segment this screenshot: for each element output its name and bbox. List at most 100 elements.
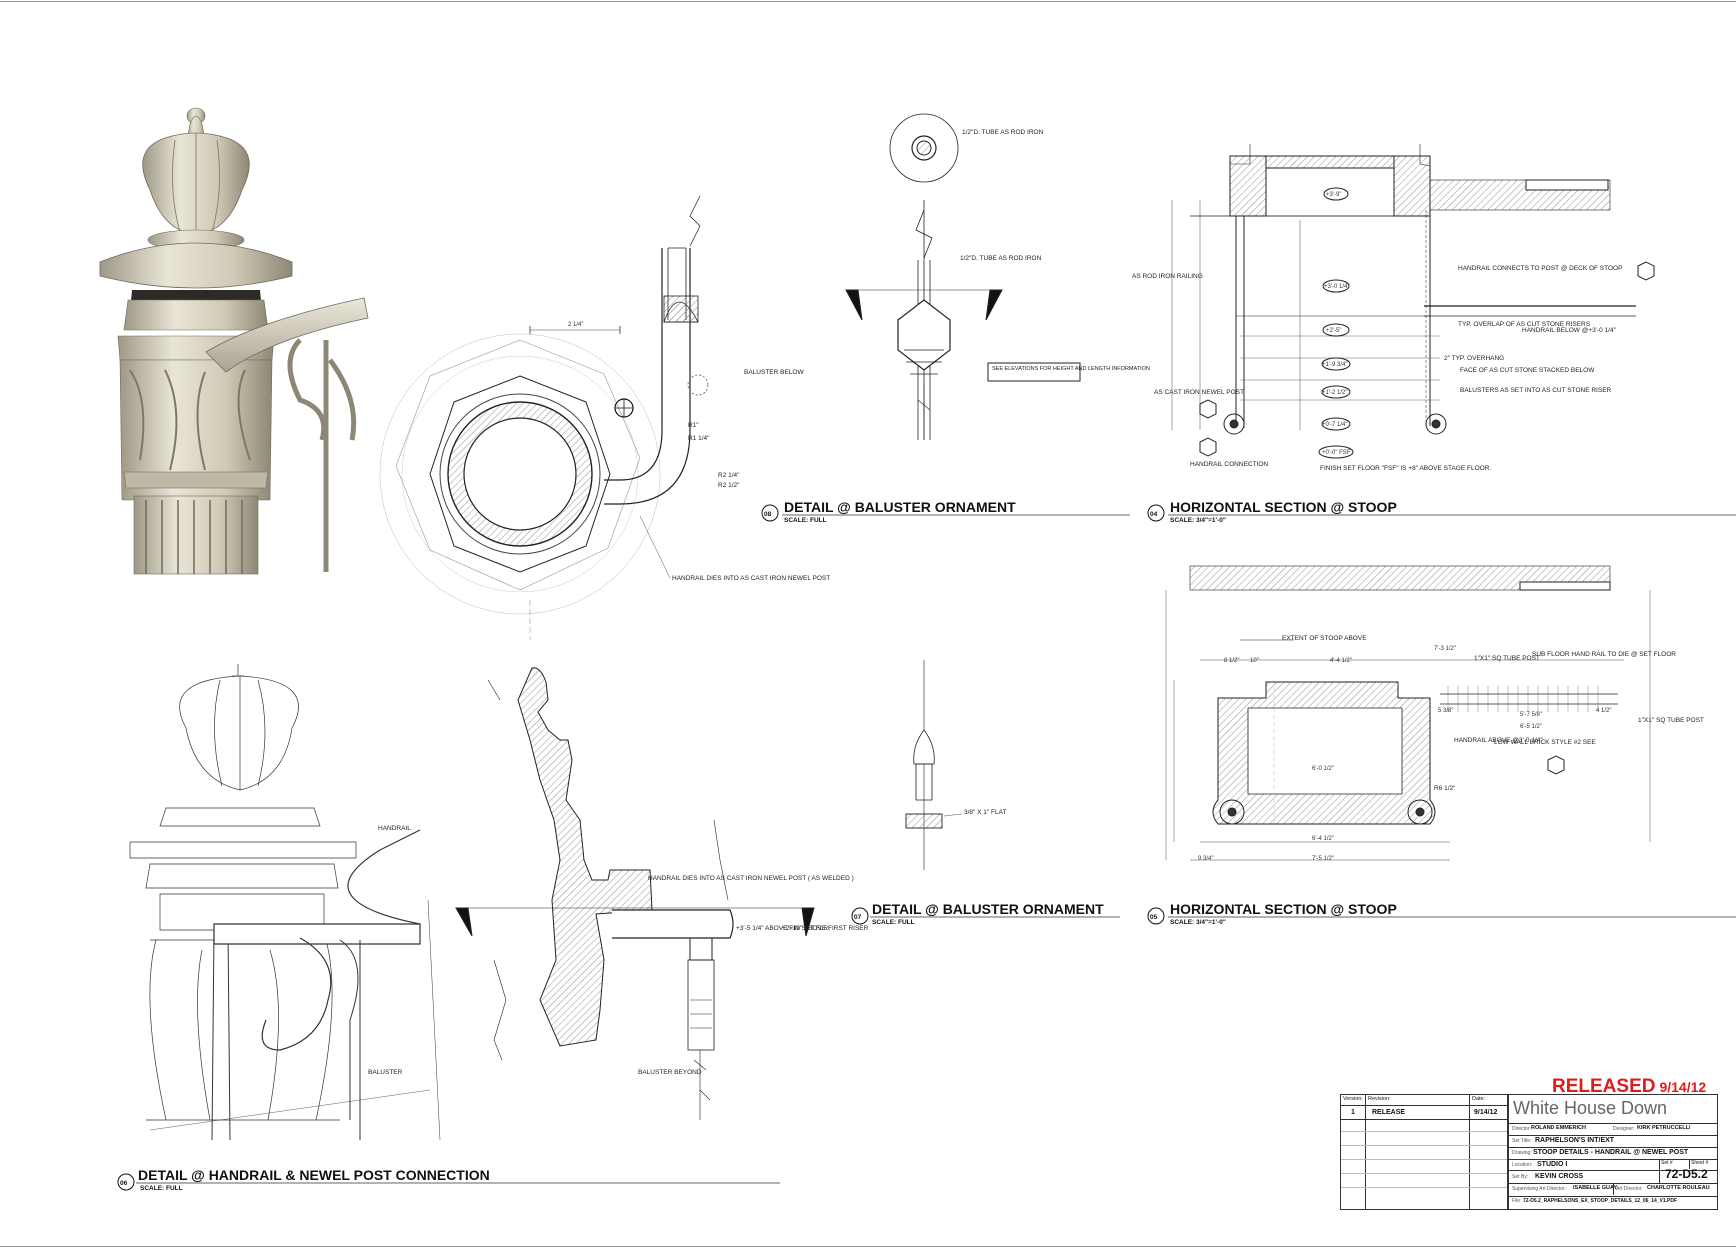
location-label: Location: [1512, 1162, 1533, 1168]
set-number-label: Set # [1661, 1160, 1673, 1166]
supervising-label: Supervising Art Director: [1512, 1186, 1566, 1192]
rev-version: 1 [1351, 1109, 1355, 1116]
designer-label: Designer: [1613, 1126, 1635, 1132]
dim-label: 6'-4 1/2" [1312, 836, 1334, 842]
note-above-riser: +2'-10" ABOVE FIRST RISER [782, 925, 869, 932]
elev-label: +1'-2 1/2" [1322, 390, 1347, 396]
designer-value: KIRK PETRUCCELLI [1637, 1125, 1691, 1131]
detail-number: 06 [120, 1180, 128, 1187]
note-tube-mid: 1/2"D. TUBE AS ROD IRON [960, 255, 1042, 262]
drawing-value: STOOP DETAILS - HANDRAIL @ NEWEL POST [1533, 1149, 1689, 1156]
director-label: Director: [1512, 1126, 1531, 1132]
art-director-value: CHARLOTTE ROULEAU [1647, 1185, 1710, 1191]
dim-label: 9 3/4" [1198, 856, 1213, 862]
set-title-label: Set Title: [1512, 1138, 1532, 1144]
dim-label: 6'-0 1/2" [1312, 766, 1334, 772]
elev-label: +3'-0 1/4" [1324, 284, 1349, 290]
plan-detail-handrail [379, 195, 709, 640]
note-see-elevations: SEE ELEVATIONS FOR HEIGHT AND LENGTH INF… [992, 366, 1150, 372]
drawing-label: Drawing: [1512, 1150, 1532, 1156]
dim-label: 8 1/2" [1224, 658, 1239, 664]
detail-title: HORIZONTAL SECTION @ STOOP [1170, 499, 1397, 515]
sheet-number-label: Sheet # [1691, 1160, 1709, 1166]
dim-label: 5 3/8" [1438, 708, 1453, 714]
detail-06-drawing [129, 664, 441, 1141]
detail-title-05: 05 HORIZONTAL SECTION @ STOOP SCALE: 3/4… [1147, 901, 1736, 926]
elev-label: +0'-0" FSF [1322, 450, 1351, 456]
rev-header-date: Date: [1472, 1096, 1486, 1102]
detail-scale: SCALE: 3/4"=1'-0" [1170, 517, 1226, 524]
detail-07-drawing [905, 660, 963, 870]
set-title-value: RAPHELSON'S INT/EXT [1535, 1137, 1615, 1144]
note-handrail: HANDRAIL [378, 825, 411, 832]
note-above-fin: +3'-5 1/4" ABOVE FIN SET FLR. [736, 925, 830, 932]
sheet-number: 72-D5.2 [1665, 1167, 1708, 1181]
sheet-bottom-border [0, 1246, 1736, 1247]
note-handrail-connects: HANDRAIL CONNECTS TO POST @ DECK OF STOO… [1458, 265, 1622, 272]
art-director-label: Art Director: [1616, 1186, 1643, 1192]
note-r2h: R2 1/2" [718, 482, 740, 489]
revision-table: Version: Revision: Date: 1 RELEASE 9/14/… [1340, 1094, 1508, 1210]
detail-number: 05 [1150, 914, 1158, 921]
detail-scale: SCALE: FULL [140, 1185, 183, 1192]
detail-scale: SCALE: FULL [784, 517, 827, 524]
director-value: ROLAND EMMERICH [1531, 1125, 1586, 1131]
detail-number: 08 [764, 511, 772, 518]
note-sq-tube: 1"X1" SQ TUBE POST [1474, 655, 1540, 662]
note-rod-railing: AS ROD IRON RAILING [1132, 273, 1203, 280]
detail-title-04: 04 HORIZONTAL SECTION @ STOOP SCALE: 3/4… [1147, 499, 1736, 524]
note-handrail-connection: HANDRAIL CONNECTION [1190, 461, 1268, 468]
note-low-wall: LOW WALL BRICK STYLE #2 SEE [1494, 739, 1596, 746]
dim-label: 5'-7 5/8" [1520, 712, 1542, 718]
note-handrail-dies-welded: HANDRAIL DIES INTO AS CAST IRON NEWEL PO… [648, 875, 854, 882]
note-sub-floor: SUB FLOOR HAND RAIL TO DIE @ SET FLOOR [1532, 651, 1676, 658]
detail-scale: SCALE: 3/4"=1'-0" [1170, 919, 1226, 926]
note-newel-post: AS CAST IRON NEWEL POST [1154, 389, 1244, 396]
note-finish-floor: FINISH SET FLOOR "FSF" IS +8" ABOVE STAG… [1320, 465, 1491, 472]
file-label: File: [1512, 1198, 1522, 1204]
note-tube-top: 1/2"D. TUBE AS ROD IRON [962, 129, 1044, 136]
note-typ-overlap: TYP. OVERLAP OF AS CUT STONE RISERS [1458, 321, 1591, 328]
note-handrail-above: HANDRAIL ABOVE @3'-0 1/4" [1454, 737, 1543, 744]
rev-header-revision: Revision: [1368, 1096, 1391, 1102]
dim-label: 7'-5 1/2" [1312, 856, 1334, 862]
project-name: White House Down [1513, 1098, 1668, 1118]
detail-title: DETAIL @ HANDRAIL & NEWEL POST CONNECTIO… [138, 1167, 490, 1183]
supervising-value: ISABELLE GUAY [1573, 1185, 1618, 1191]
elev-label: +0'-7 1/4" [1322, 422, 1347, 428]
note-r6: R6 1/2" [1434, 785, 1456, 792]
file-value: 72-D5.2_RAPHELSONS_EX_STOOP_DETAILS_12_0… [1523, 1198, 1678, 1204]
title-block: White House Down Director: ROLAND EMMERI… [1508, 1094, 1718, 1210]
detail-title: HORIZONTAL SECTION @ STOOP [1170, 901, 1397, 917]
note-sq-tube: 1"X1" SQ TUBE POST [1638, 717, 1704, 724]
detail-08-drawing [845, 113, 1081, 440]
note-baluster: BALUSTER [368, 1069, 403, 1076]
note-r2q: R2 1/4" [718, 472, 740, 479]
dim-label: 7'-3 1/2" [1434, 646, 1456, 652]
note-flat: 3/8" X 1" FLAT [964, 809, 1006, 816]
sheet-top-border [0, 1, 1736, 2]
setby-label: Set By: [1512, 1174, 1529, 1180]
rev-header-version: Version: [1343, 1096, 1363, 1102]
rev-revision: RELEASE [1372, 1109, 1406, 1116]
elev-label: +2'-5" [1326, 328, 1341, 334]
newel-post-render [99, 107, 369, 575]
note-handrail-below: HANDRAIL BELOW @+3'-0 1/4" [1522, 327, 1617, 334]
elev-label: +3'-9" [1326, 192, 1341, 198]
detail-title: DETAIL @ BALUSTER ORNAMENT [872, 901, 1104, 917]
dim-label: 4 1/2" [1596, 708, 1611, 714]
setby-value: KEVIN CROSS [1535, 1173, 1584, 1180]
released-date: 9/14/12 [1659, 1079, 1707, 1095]
detail-number: 04 [1150, 511, 1158, 518]
detail-title-06: 06 DETAIL @ HANDRAIL & NEWEL POST CONNEC… [117, 1167, 780, 1192]
dim-label: 4'-4 1/2" [1330, 658, 1352, 664]
detail-title-08: 08 DETAIL @ BALUSTER ORNAMENT SCALE: FUL… [761, 499, 1130, 524]
note-face-cut: FACE OF AS CUT STONE STACKED BELOW [1460, 367, 1595, 374]
detail-title-07: 07 DETAIL @ BALUSTER ORNAMENT SCALE: FUL… [851, 901, 1120, 926]
note-baluster-beyond: BALUSTER BEYOND [638, 1069, 702, 1076]
detail-title: DETAIL @ BALUSTER ORNAMENT [784, 499, 1016, 515]
note-handrail-dies: HANDRAIL DIES INTO AS CAST IRON NEWEL PO… [672, 575, 830, 582]
note-extent: EXTENT OF STOOP ABOVE [1282, 635, 1367, 642]
